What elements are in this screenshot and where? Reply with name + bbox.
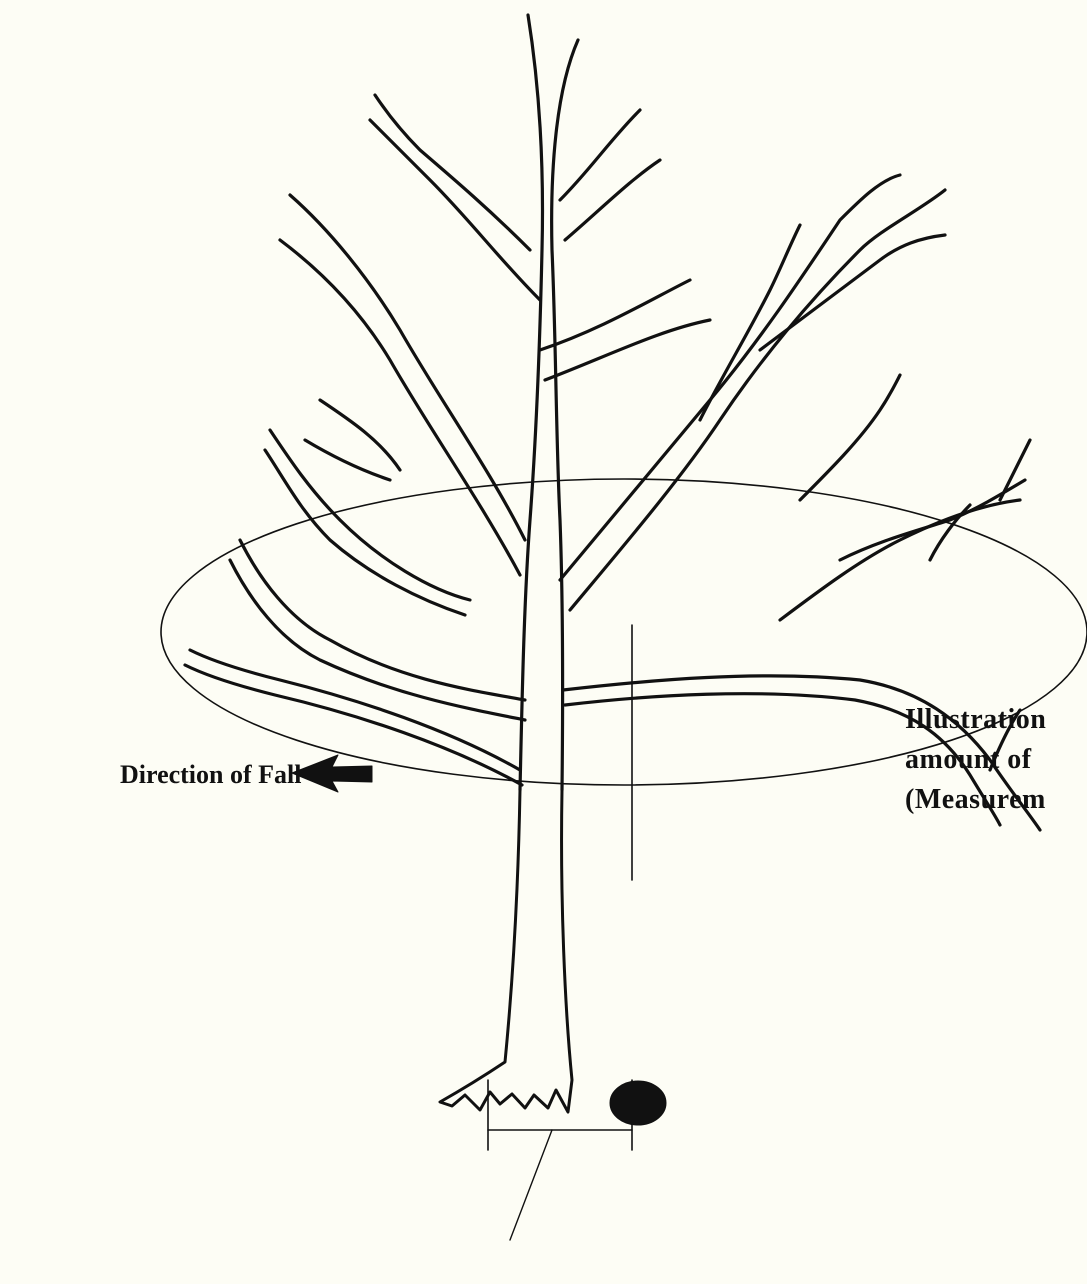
caption-line-1: Illustration [905,700,1046,740]
caption-line-3: (Measurem [905,780,1046,820]
direction-of-fall-label: Direction of Fall [120,760,301,790]
left-arrow-icon [292,755,372,792]
tree-trunk [440,790,572,1112]
measurement-leader [510,1130,552,1240]
illustration-caption: Illustration amount of (Measurem [905,700,1046,820]
target-marker [610,1081,666,1125]
caption-line-2: amount of [905,740,1046,780]
